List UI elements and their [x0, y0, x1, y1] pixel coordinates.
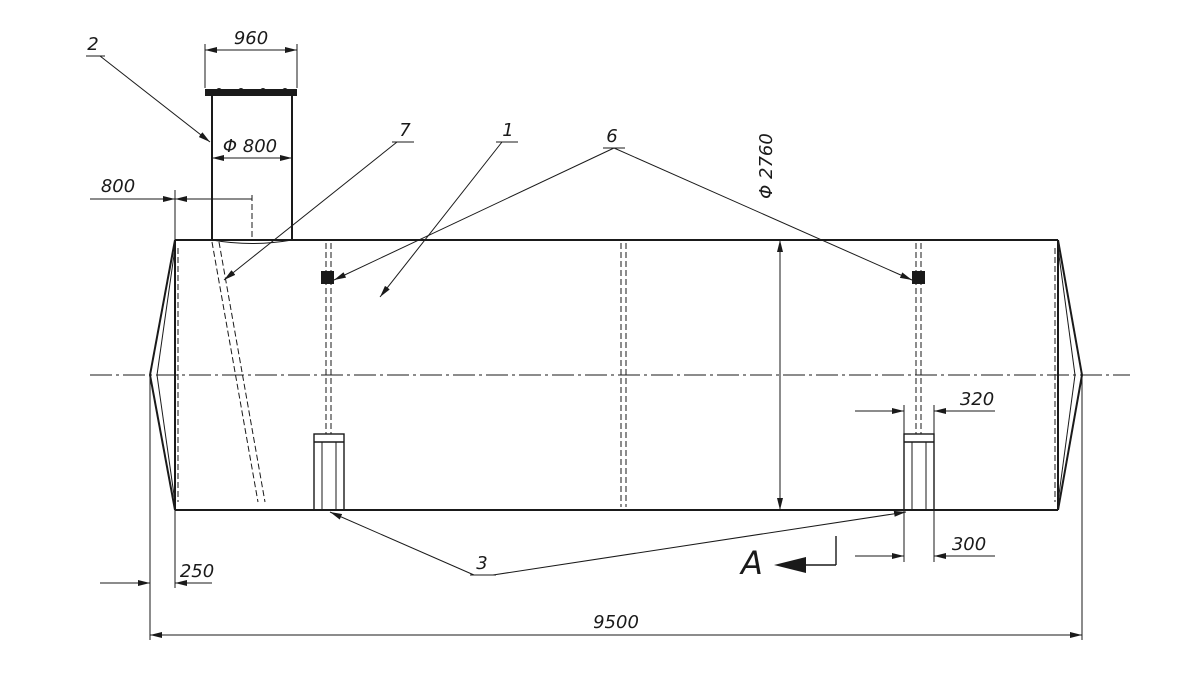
dim-support-spacing-1: 320 — [855, 389, 995, 434]
dim-neck-diameter: Φ 800 — [212, 136, 292, 161]
callout-2-label: 2 — [87, 34, 98, 55]
dim-neck-offset-label: 800 — [101, 176, 135, 197]
dim-vessel-diameter-label: Φ 2760 — [756, 133, 777, 199]
lifting-lug-left — [321, 271, 334, 284]
callout-7-label: 7 — [399, 120, 411, 141]
dim-flange-width-label: 960 — [234, 28, 268, 49]
dim-flange-width: 960 — [204, 28, 298, 88]
dim-head-length-label: 250 — [180, 561, 214, 582]
left-head — [149, 239, 176, 511]
callout-2: 2 — [86, 34, 211, 143]
dim-head-length: 250 — [100, 375, 214, 640]
callout-3: 3 — [329, 510, 907, 576]
callout-1: 1 — [379, 120, 518, 298]
view-a-marker: A — [739, 536, 837, 582]
dim-overall-length: 9500 — [150, 375, 1083, 640]
lifting-lug-right — [912, 271, 925, 284]
dim-neck-diameter-label: Φ 800 — [223, 136, 277, 157]
dim-overall-length-label: 9500 — [593, 612, 639, 633]
dim-neck-offset: 800 — [90, 176, 252, 240]
view-a-label: A — [739, 544, 763, 582]
dim-support-spacing-2: 300 — [855, 510, 995, 562]
rib-middle — [620, 239, 627, 507]
support-right — [903, 433, 935, 511]
dim-support-spacing-1-label: 320 — [960, 389, 994, 410]
rib-right — [915, 239, 922, 434]
callout-6: 6 — [333, 126, 913, 281]
support-left — [313, 433, 345, 511]
callout-1-label: 1 — [502, 120, 513, 141]
right-head — [1057, 239, 1083, 511]
callout-7: 7 — [223, 120, 414, 281]
callout-3-label: 3 — [476, 553, 487, 574]
internal-pipe — [211, 241, 266, 503]
callout-6-label: 6 — [606, 126, 617, 147]
dim-support-spacing-2-label: 300 — [952, 534, 986, 555]
rib-left — [325, 239, 332, 434]
dim-vessel-diameter: Φ 2760 — [756, 133, 783, 510]
manhole-flange — [205, 88, 297, 96]
manhole-neck — [211, 95, 293, 244]
